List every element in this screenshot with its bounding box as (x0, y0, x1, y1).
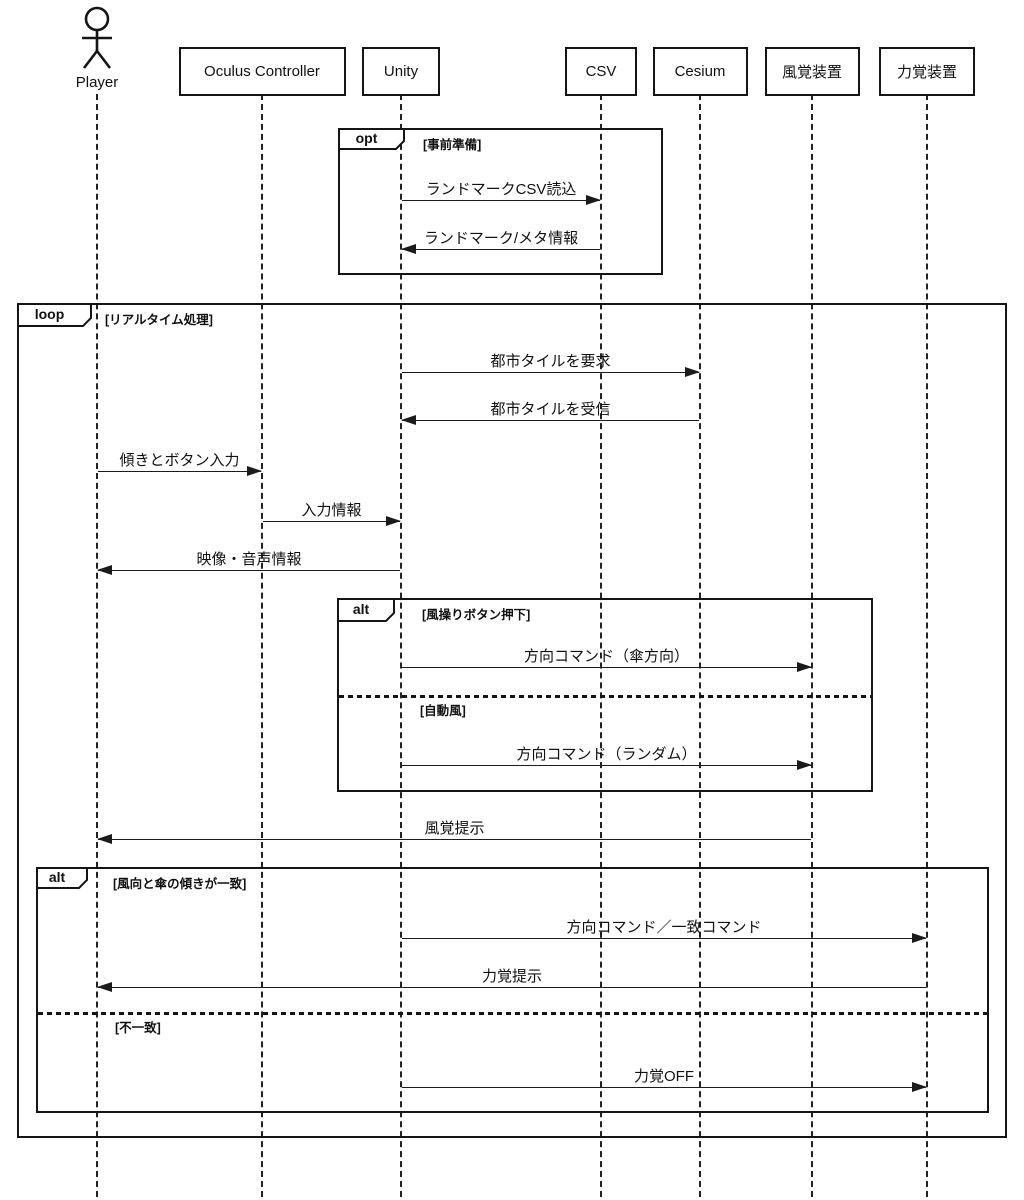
arrowhead-right (912, 1082, 927, 1092)
arrowhead-left (401, 415, 416, 425)
fragment-operator: loop (34, 306, 65, 322)
lifeline-unity (400, 94, 402, 1197)
arrowhead-left (401, 244, 416, 254)
message-label: 方向コマンド（傘方向） (523, 648, 690, 665)
message-label: 都市タイルを要求 (490, 353, 611, 370)
message-label: ランドマークCSV読込 (425, 181, 577, 198)
arrowhead-left (97, 565, 112, 575)
message-label: 入力情報 (301, 502, 362, 519)
participant-box-oculus-controller: Oculus Controller (178, 47, 346, 96)
message-label: ランドマーク/メタ情報 (423, 230, 579, 247)
message-line (98, 987, 926, 988)
participant-box-csv: CSV (565, 47, 637, 96)
message-line (402, 667, 811, 668)
arrowhead-right (685, 367, 700, 377)
fragment-tab-shape (36, 867, 88, 889)
fragment-guard: [風操りボタン押下] (422, 608, 531, 622)
message-line (263, 521, 400, 522)
message-label: 力覚提示 (481, 968, 543, 985)
message-line (402, 1087, 926, 1088)
lifeline-player (96, 94, 98, 1197)
actor-label-player: Player (75, 74, 119, 91)
lifeline-cesium (699, 94, 701, 1197)
message-line (402, 249, 600, 250)
fragment-operator: alt (48, 869, 66, 885)
message-label: 風覚提示 (424, 820, 485, 837)
fragment-tab-shape (17, 303, 92, 327)
message-line (98, 839, 811, 840)
fragment-guard: [リアルタイム処理] (105, 313, 213, 327)
fragment-tab-shape (338, 128, 405, 150)
arrowhead-right (247, 466, 262, 476)
message-line (402, 765, 811, 766)
lifeline-wind-device (811, 94, 813, 1197)
message-line (402, 200, 600, 201)
message-line (98, 471, 261, 472)
participant-box-unity: Unity (362, 47, 440, 96)
participant-box-cesium: Cesium (652, 47, 748, 96)
fragment-loop-realtime (17, 303, 1007, 1138)
message-line (98, 570, 400, 571)
fragment-operator: alt (352, 601, 370, 617)
arrowhead-left (97, 834, 112, 844)
fragment-operator: opt (355, 130, 378, 146)
arrowhead-right (386, 516, 401, 526)
message-line (402, 372, 699, 373)
lifeline-oculus-controller (261, 94, 263, 1197)
lifeline-force-device (926, 94, 928, 1197)
message-label: 都市タイルを受信 (490, 401, 611, 418)
message-line (402, 938, 926, 939)
arrowhead-right (797, 662, 812, 672)
arrowhead-right (586, 195, 601, 205)
message-line (402, 420, 699, 421)
message-label: 映像・音声情報 (196, 551, 302, 568)
fragment-divider (339, 695, 871, 698)
fragment-divider (38, 1012, 987, 1015)
fragment-alt-direction-match (36, 867, 989, 1113)
arrowhead-left (97, 982, 112, 992)
fragment-opt-preparation (338, 128, 663, 275)
lifeline-csv (600, 94, 602, 1197)
message-label: 方向コマンド／一致コマンド (566, 919, 762, 936)
fragment-tab-shape (337, 598, 395, 622)
actor-icon (75, 4, 119, 74)
message-label: 傾きとボタン入力 (119, 452, 240, 469)
participant-box-force-device: 力覚装置 (879, 47, 975, 96)
fragment-alt-wind-button (337, 598, 873, 792)
fragment-guard: [事前準備] (423, 138, 482, 152)
fragment-guard: [風向と傘の傾きが一致] (113, 877, 247, 891)
arrowhead-right (797, 760, 812, 770)
arrowhead-right (912, 933, 927, 943)
participant-box-wind-device: 風覚装置 (764, 47, 860, 96)
message-label: 力覚OFF (634, 1068, 694, 1085)
fragment-divider-label: [不一致] (115, 1021, 161, 1035)
fragment-divider-label: [自動風] (420, 704, 466, 718)
message-label: 方向コマンド（ランダム） (516, 746, 697, 763)
